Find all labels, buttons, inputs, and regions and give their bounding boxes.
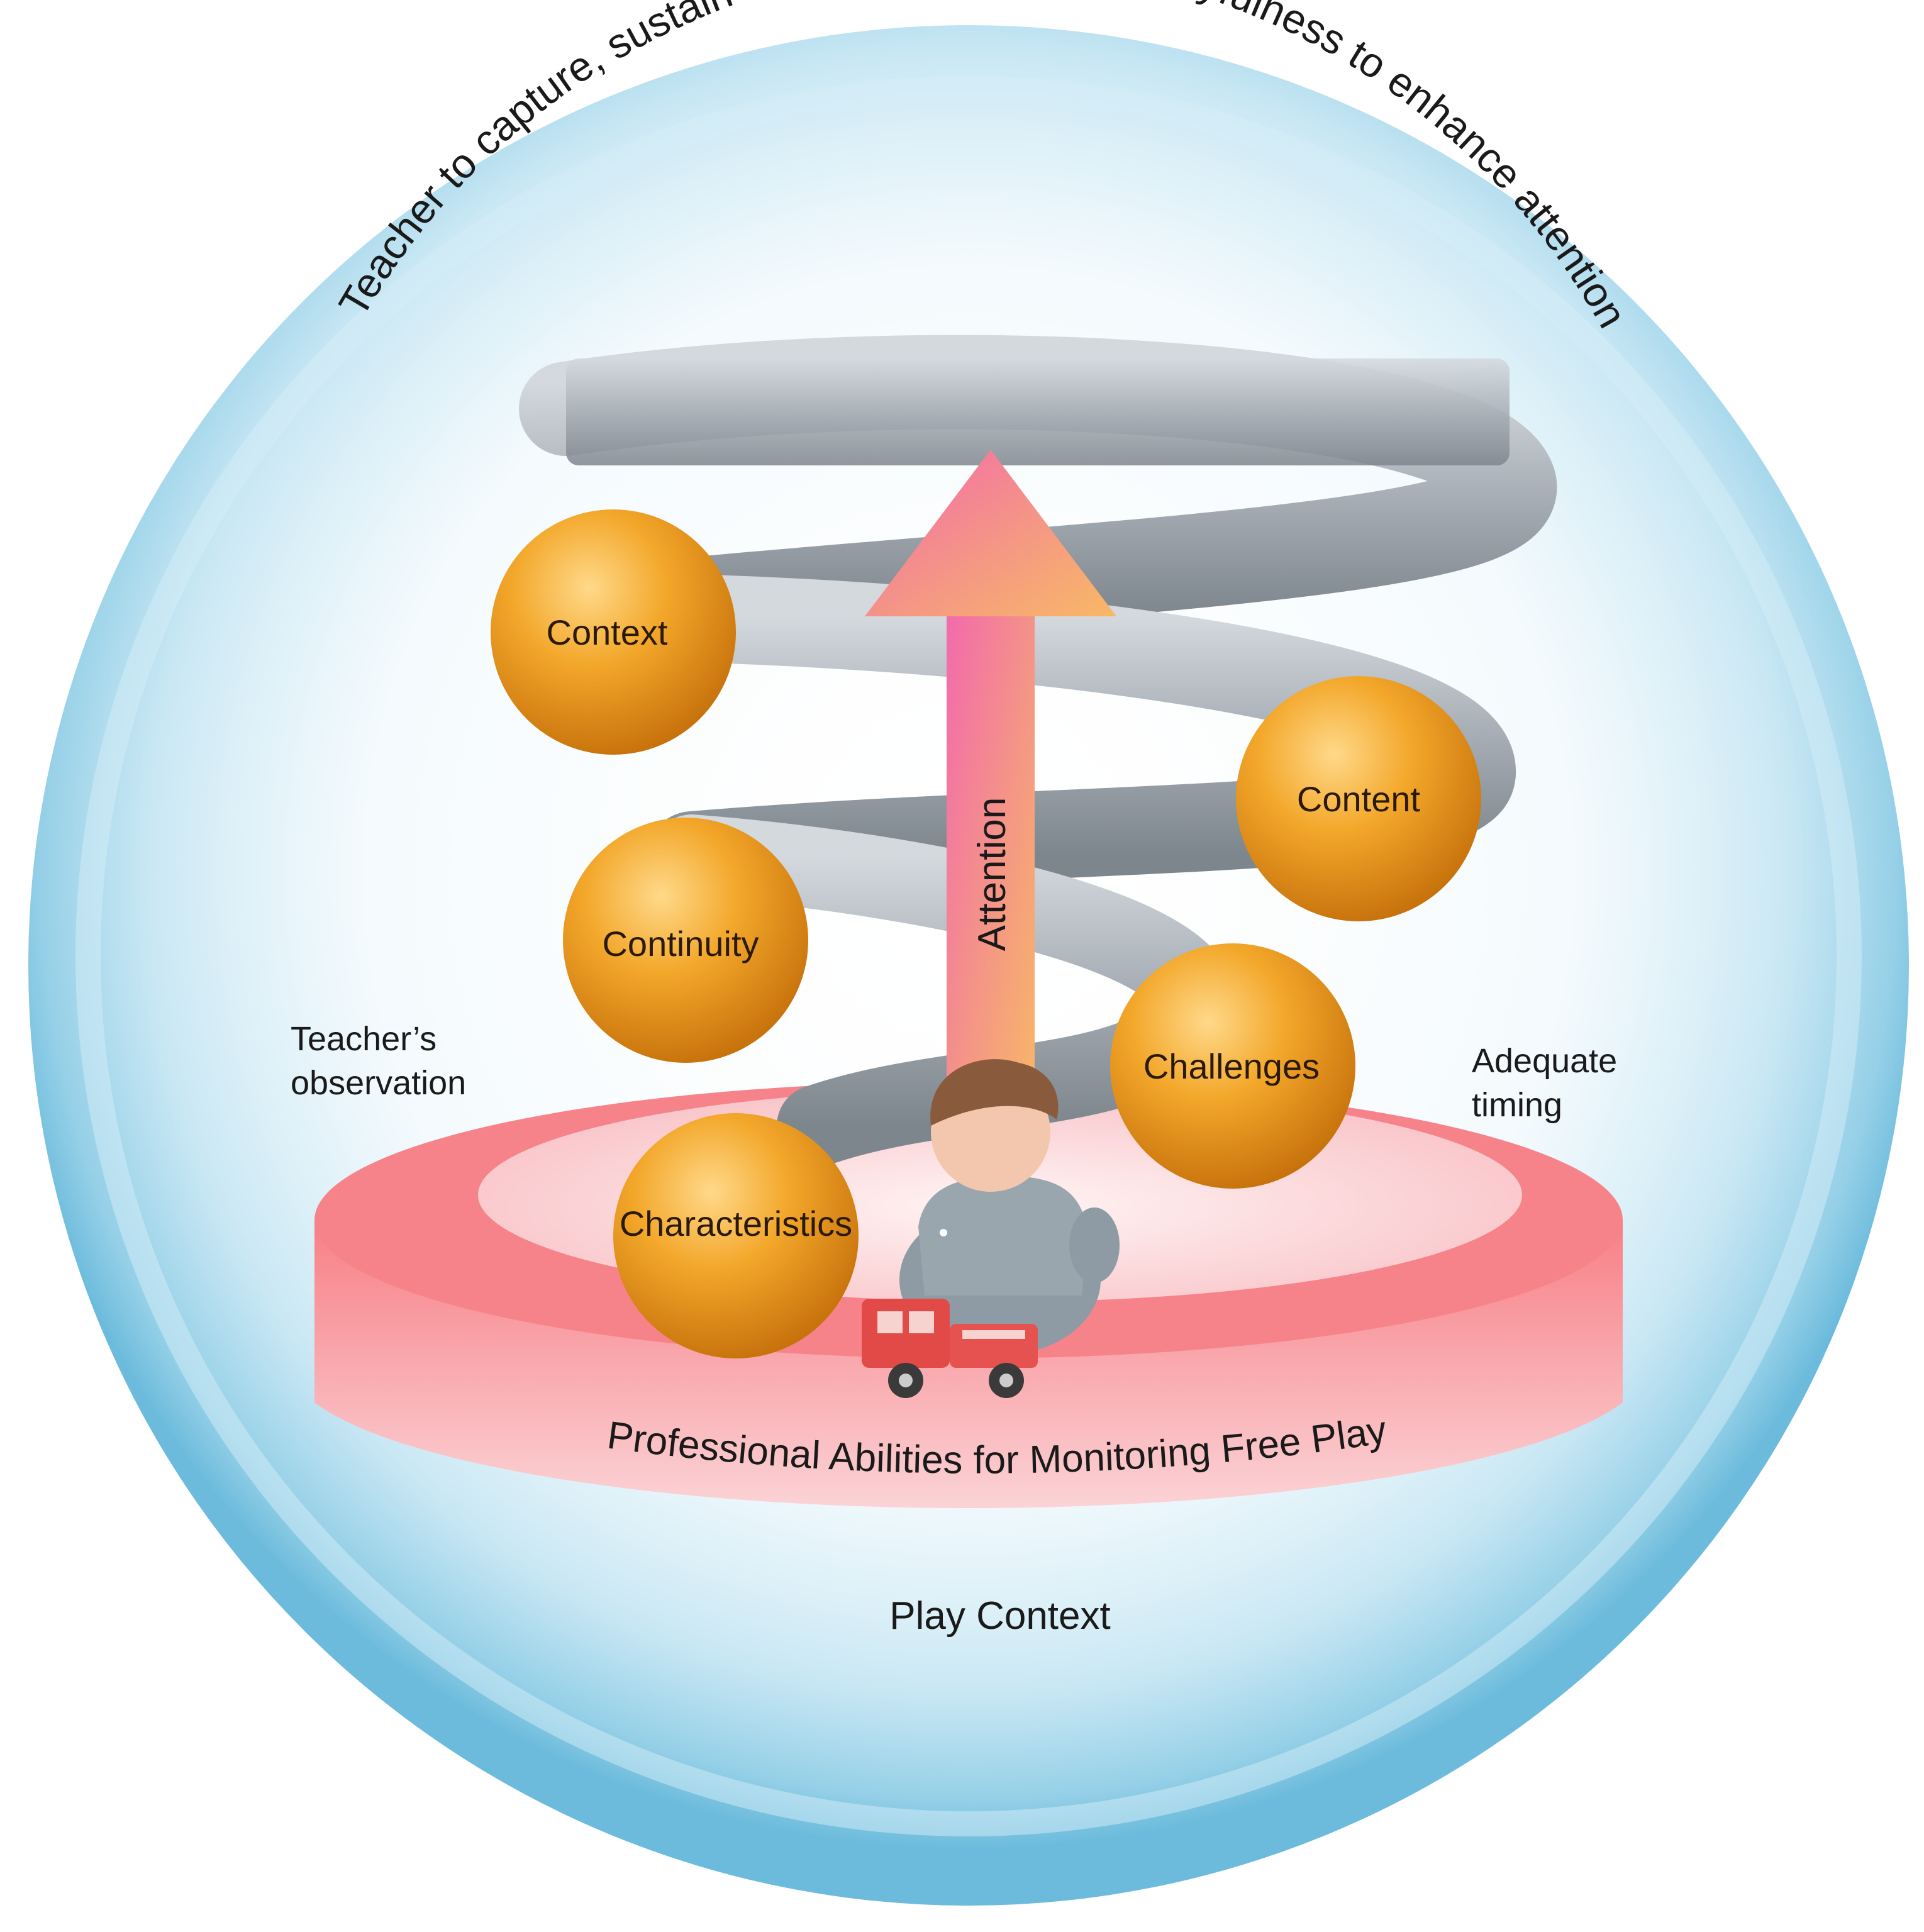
ball-content: Content bbox=[1236, 676, 1481, 921]
ball-label-context: Context bbox=[547, 613, 668, 652]
ball-label-content: Content bbox=[1297, 779, 1421, 819]
attention-arrow bbox=[865, 450, 1116, 1132]
ball-context: Context bbox=[491, 509, 736, 755]
ball-label-characteristics: Characteristics bbox=[620, 1204, 852, 1243]
right-label-line1: Adequate bbox=[1472, 1042, 1617, 1080]
right-label-line2: timing bbox=[1472, 1086, 1562, 1124]
ball-continuity: Continuity bbox=[563, 818, 808, 1063]
left-label-line1: Teacher’s bbox=[291, 1020, 437, 1058]
coil-top bbox=[566, 358, 1510, 465]
toy-truck bbox=[862, 1299, 1038, 1398]
left-label-line2: observation bbox=[291, 1064, 466, 1102]
ball-characteristics: Characteristics bbox=[613, 1113, 859, 1358]
ball-label-continuity: Continuity bbox=[602, 924, 759, 963]
ball-label-challenges: Challenges bbox=[1143, 1046, 1320, 1086]
arrow-label: Attention bbox=[970, 797, 1014, 952]
play-context-label: Play Context bbox=[889, 1594, 1111, 1638]
ball-challenges: Challenges bbox=[1110, 943, 1355, 1189]
